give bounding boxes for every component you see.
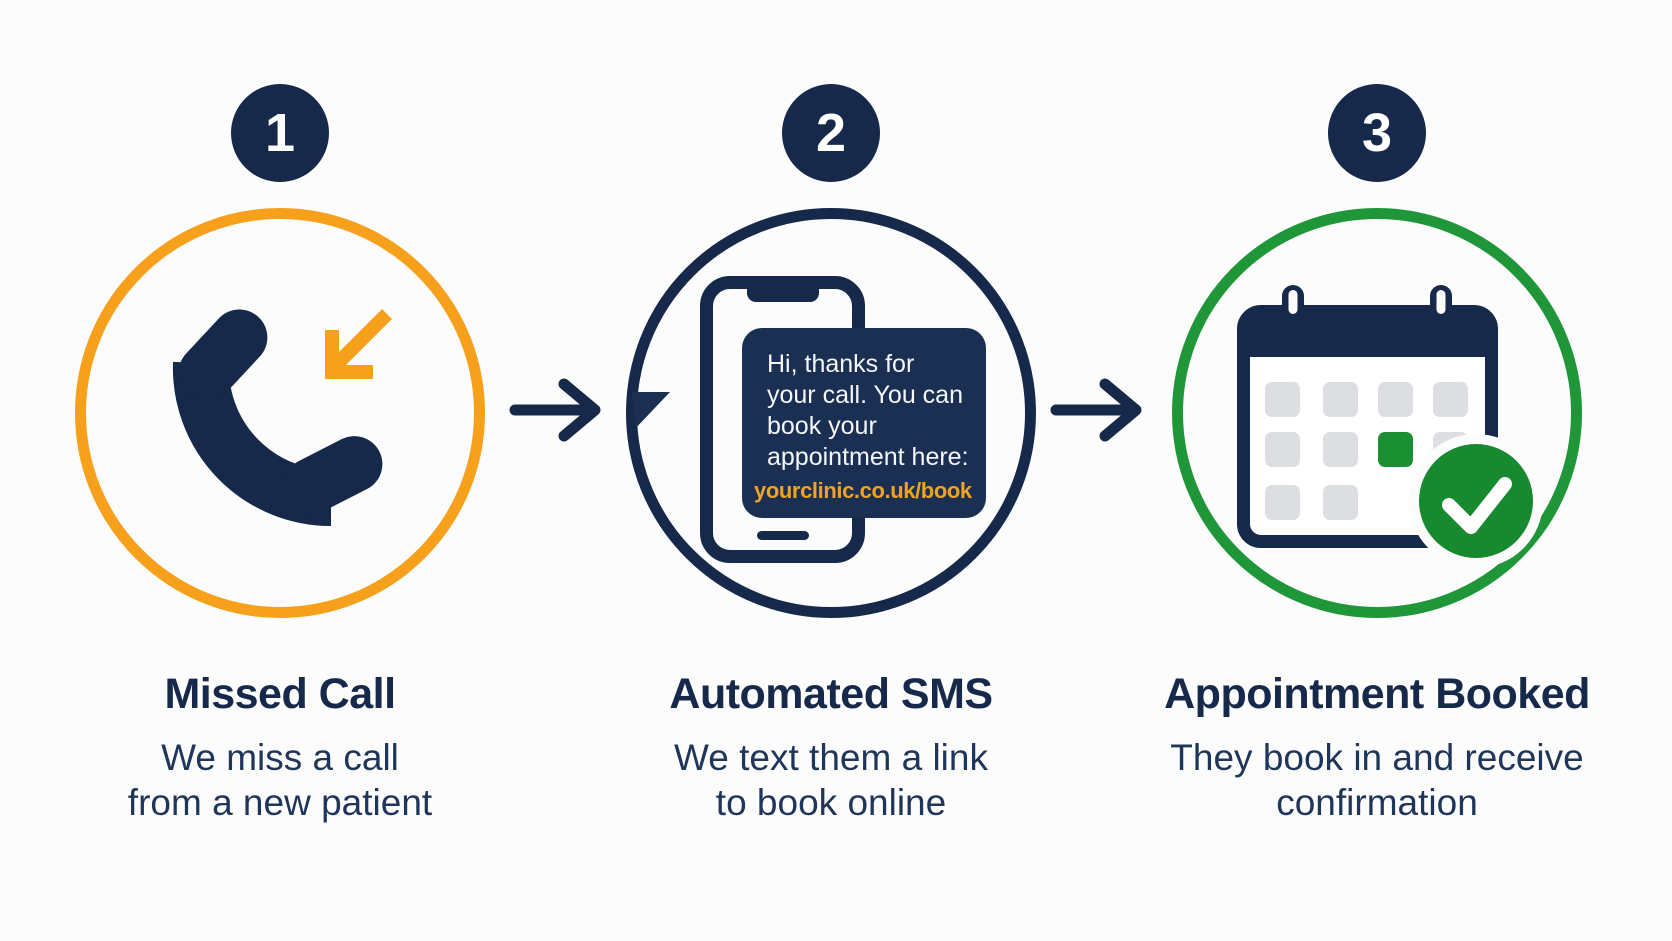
- step-1-column: 1 Missed Call We miss a call from a new …: [10, 84, 550, 825]
- step-2-illustration: Hi, thanks for your call. You can book y…: [626, 208, 1036, 618]
- calendar-binder-ring: [1282, 285, 1304, 335]
- calendar-selected-day-cell: [1378, 432, 1413, 467]
- orange-circle-outline: [75, 208, 485, 618]
- step-1-subtitle: We miss a call from a new patient: [127, 737, 433, 824]
- navy-circle-outline: [626, 208, 1036, 618]
- step-2-column: 2 Hi, thanks for your call. You can book…: [561, 84, 1101, 825]
- calendar-day-cell: [1323, 432, 1358, 467]
- step-number: 1: [264, 103, 296, 163]
- calendar-day-cell: [1433, 382, 1468, 417]
- arrow-right-icon: [509, 378, 601, 442]
- sms-message-text: Hi, thanks for your call. You can book y…: [767, 350, 969, 471]
- step-3-subtitle: They book in and receive confirmation: [1170, 737, 1584, 824]
- phone-home-indicator: [756, 531, 809, 540]
- calendar-day-cell: [1265, 382, 1300, 417]
- phone-notch: [746, 288, 819, 302]
- calendar-day-cell: [1323, 485, 1358, 520]
- step-1-number-badge: 1: [231, 84, 329, 182]
- calendar-day-cell: [1323, 382, 1358, 417]
- arrow-right-icon: [1050, 378, 1142, 442]
- step-1-title: Missed Call: [164, 670, 396, 718]
- step-2-title: Automated SMS: [669, 670, 993, 718]
- step-3-column: 3: [1107, 84, 1647, 825]
- step-3-illustration: [1172, 208, 1582, 618]
- calendar-day-cell: [1378, 382, 1413, 417]
- sms-booking-link: yourclinic.co.uk/book: [754, 478, 972, 503]
- step-3-title: Appointment Booked: [1164, 670, 1590, 718]
- phone-handset-icon: [172, 309, 383, 526]
- checkmark-icon: [1442, 477, 1512, 534]
- step-2-subtitle: We text them a link to book online: [674, 737, 988, 824]
- calendar-icon: [1237, 285, 1533, 558]
- incoming-call-arrow-icon: [325, 309, 392, 379]
- step-3-number-badge: 3: [1328, 84, 1426, 182]
- calendar-day-cell: [1265, 485, 1300, 520]
- step-number: 3: [1361, 103, 1393, 163]
- calendar-day-cell: [1265, 432, 1300, 467]
- green-circle-outline: [1172, 208, 1582, 618]
- calendar-binder-ring: [1430, 285, 1452, 335]
- sms-bubble: Hi, thanks for your call. You can book y…: [742, 328, 986, 518]
- step-1-illustration: [75, 208, 485, 618]
- checkmark-badge: [1419, 444, 1533, 558]
- step-2-number-badge: 2: [782, 84, 880, 182]
- step-number: 2: [815, 103, 847, 163]
